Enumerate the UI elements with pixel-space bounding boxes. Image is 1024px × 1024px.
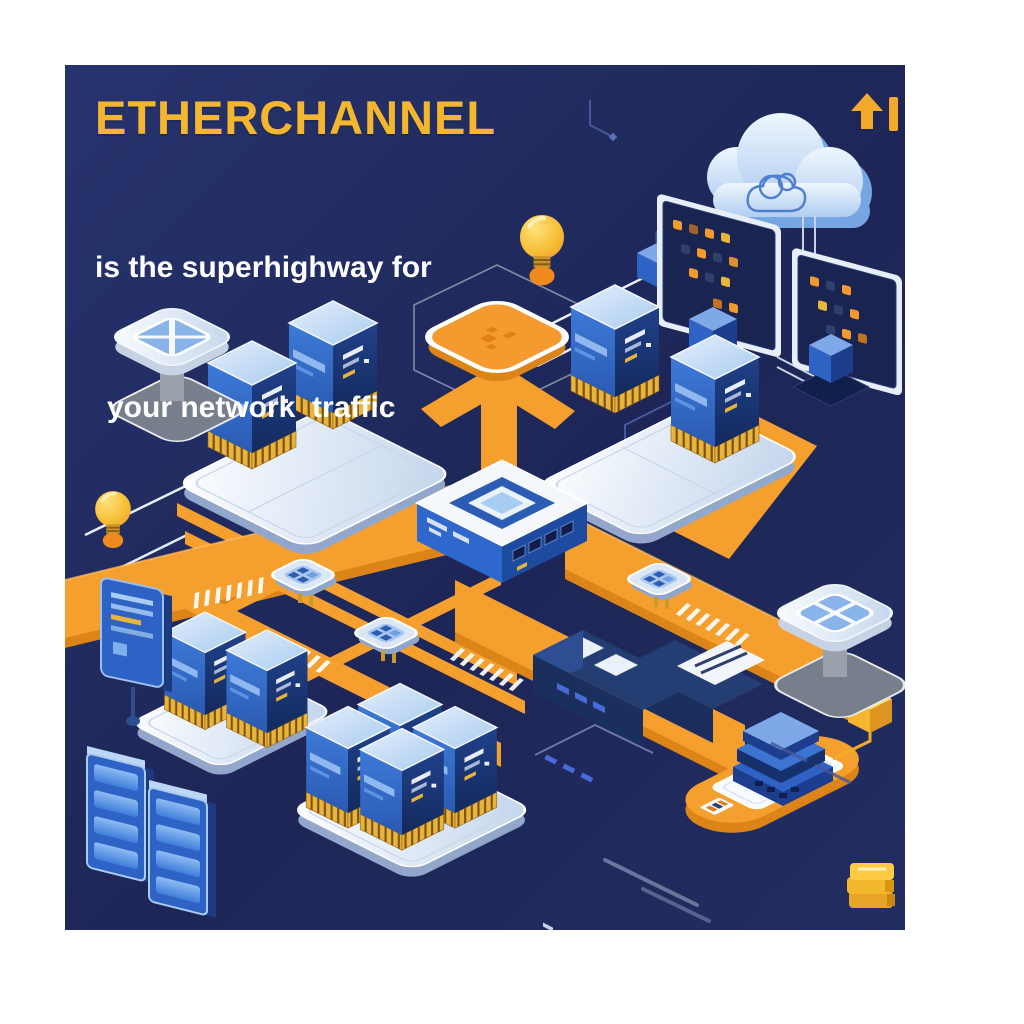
junction-platform [425,301,569,382]
poster-panel: ETHERCHANNEL is the superhighway for you… [65,65,905,930]
cloud-icon [707,113,872,283]
server-platform-top-left [182,300,447,554]
server-platform-bottom-left [136,611,328,775]
server-icon [570,284,660,414]
server-icon [670,334,760,464]
poster-title: ETHERCHANNEL [95,91,497,144]
coin-stack-icon [847,863,895,908]
monitor-dot-grid [673,219,738,314]
white-device-right [764,578,905,785]
upload-arrows-icon [851,93,898,131]
monitor-stand [791,334,871,407]
appliance-boxes [533,630,765,930]
cloud-outline-icon [746,172,807,213]
central-switch [414,459,590,583]
poster-subtitle-line1: is the superhighway for [95,251,432,285]
network-illustration [65,93,905,930]
server-icon [359,727,445,851]
monitor-dot-grid [810,276,867,344]
white-device-top-left [101,302,253,448]
server-platform-top-right [542,284,796,544]
terminal-badge [700,798,734,815]
monitor-right [791,248,902,407]
highway-band-right-upper [565,513,855,714]
rack-tower-1 [86,745,155,885]
server-icon [225,629,309,749]
switch-ports [512,520,574,571]
blue-tower-left [100,577,172,726]
server-platform-bottom-middle [297,682,527,877]
poster-subtitle-line2: your network traffic [107,390,396,424]
blue-dashes [544,754,594,783]
lightbulb-top-icon [520,215,564,285]
rack-tower-2 [148,779,217,919]
ghost-dashes [770,741,852,785]
headline-block: ETHERCHANNEL is the superhighway for you… [95,93,496,524]
